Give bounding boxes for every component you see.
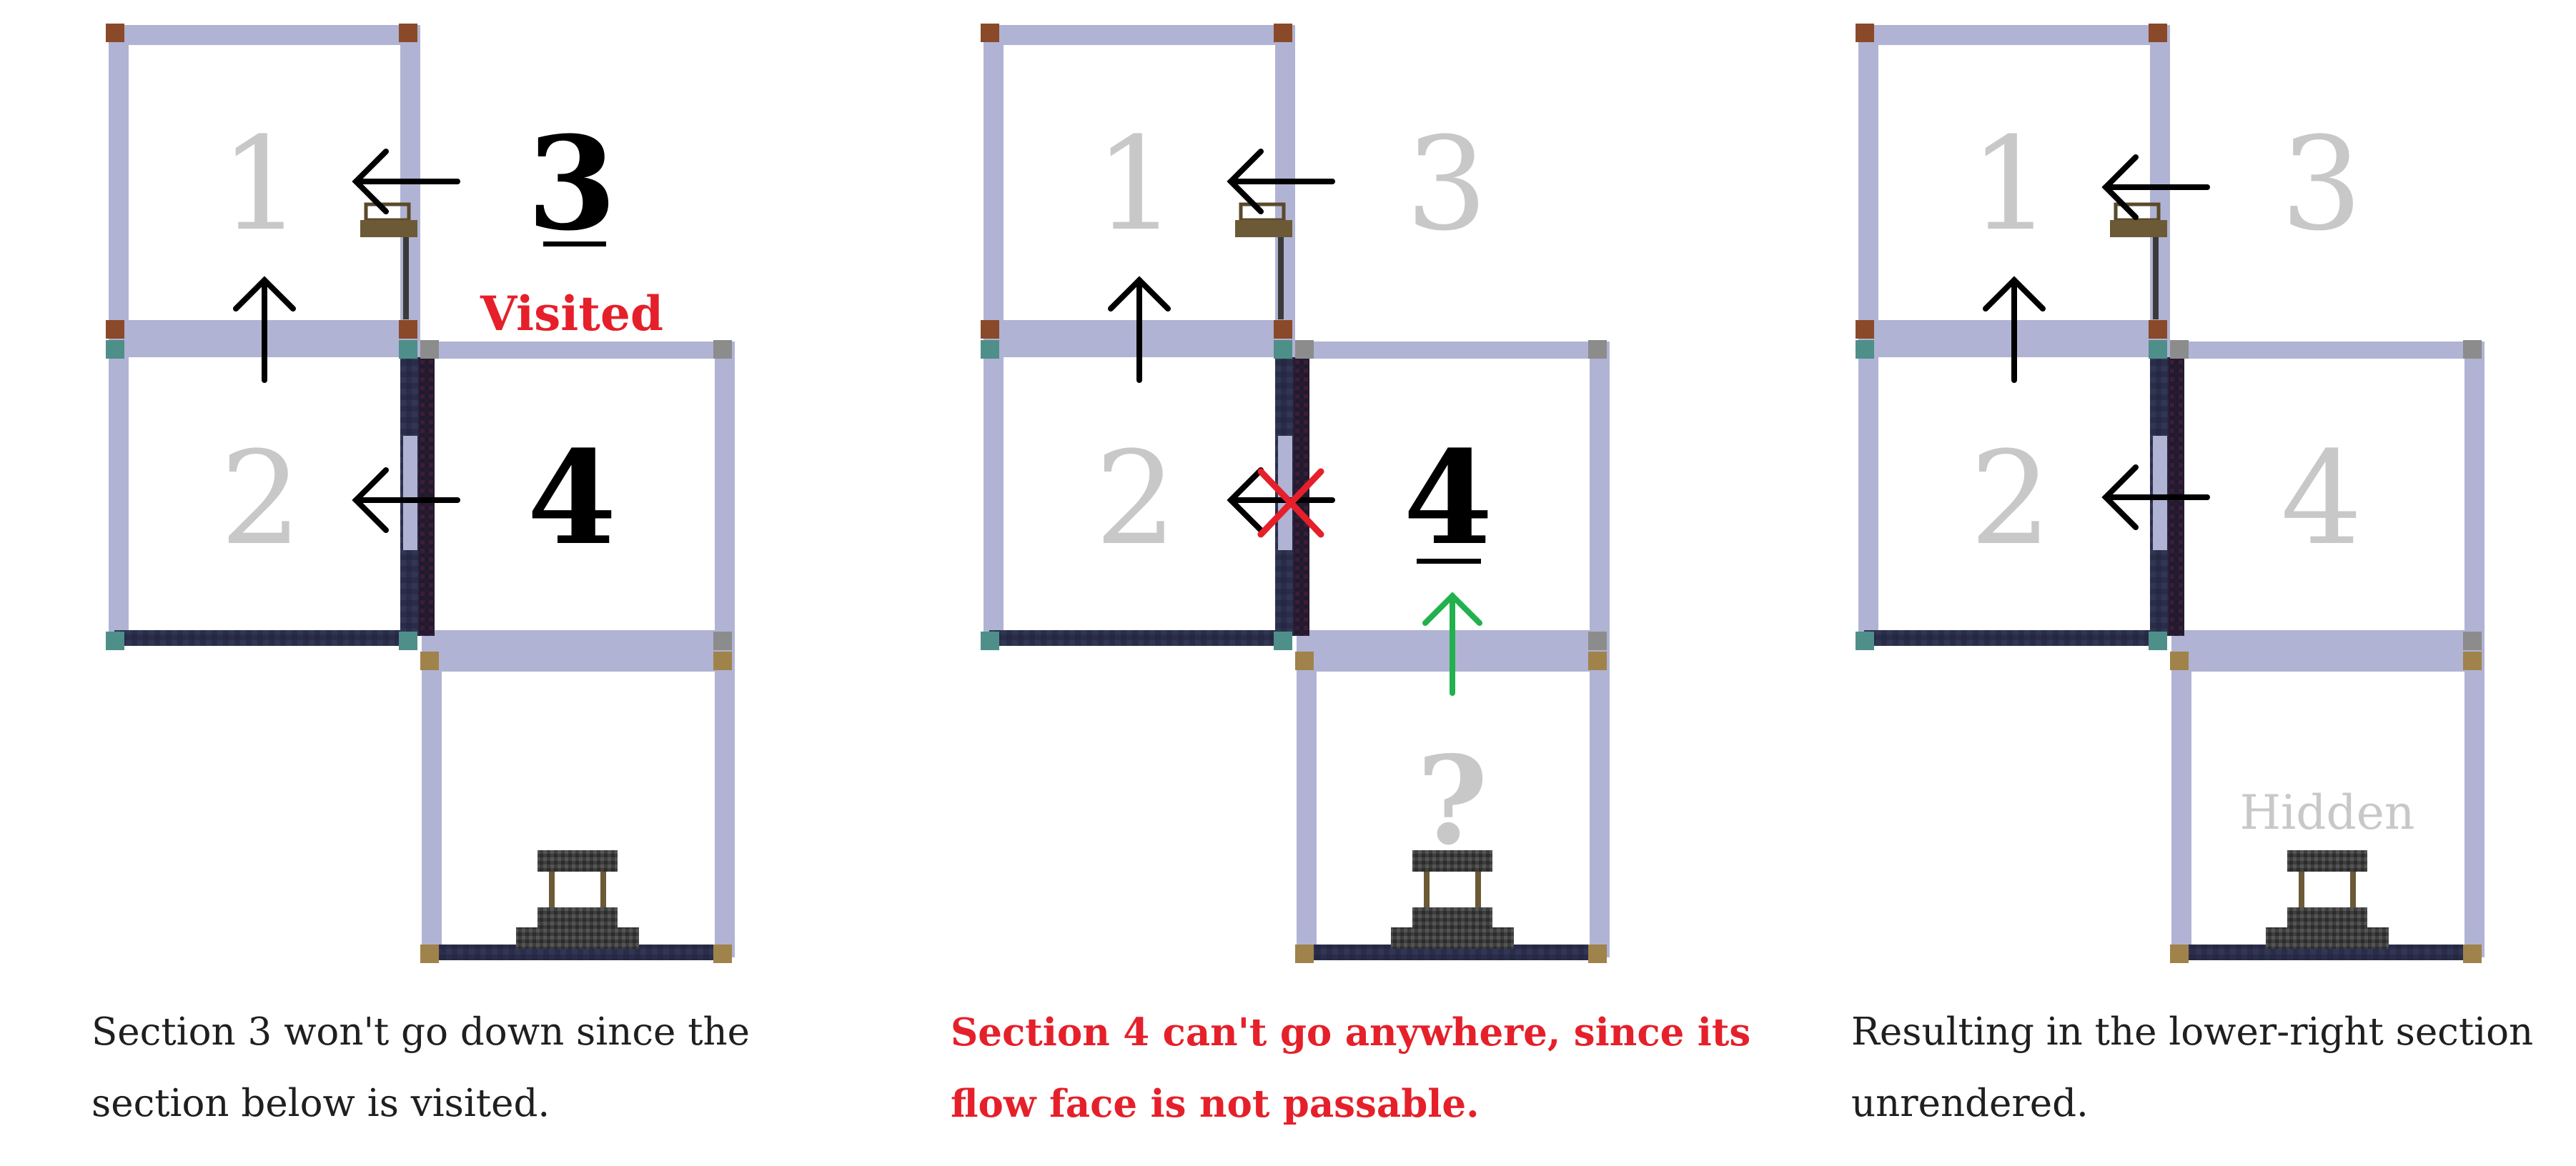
arrow-left-icon [352,149,460,214]
caption-panel-2: Section 4 can't go anywhere, since its f… [951,997,1773,1140]
caption-line: Section 3 won't go down since the [91,1010,750,1054]
section-4-label: 4 [2281,424,2363,574]
arrow-up-icon [1108,276,1171,383]
panel-2: 1 2 3 4 ? [981,24,1610,963]
arrow-up-icon [233,276,296,383]
section-5-label: ? [1417,729,1488,872]
arrow-left-icon [1227,149,1335,214]
caption-line: unrendered. [1851,1082,2089,1125]
arrow-left-icon [2101,464,2210,530]
caption-line: section below is visited. [91,1082,550,1125]
red-cross-icon [1257,468,1324,538]
caption-panel-1: Section 3 won't go down since the sectio… [91,997,863,1140]
rooms-frame [106,24,735,963]
arrow-left-icon [1227,467,1335,533]
arrow-up-icon [1422,592,1482,696]
section-3-label: 3 [1406,110,1488,259]
section-3-label: 3 [2281,110,2363,259]
rooms-frame [981,24,1610,963]
section-1-label: 1 [220,110,302,259]
visited-note: Visited [480,286,663,342]
caption-line: Resulting in the lower-right section [1851,1010,2534,1054]
section-2-label: 2 [220,424,302,574]
arrow-left-icon [2101,154,2210,220]
caption-line: Section 4 can't go anywhere, since its [951,1010,1751,1055]
section-4-label: 4 [1403,423,1492,574]
section-3-label: 3 [527,109,616,259]
arrow-left-icon [352,467,460,533]
panel-1: 1 2 3 4 Visited [106,24,735,963]
section-4-underline [1417,559,1481,564]
caption-panel-3: Resulting in the lower-right section unr… [1851,997,2566,1140]
section-1-label: 1 [1970,110,2052,259]
arrow-up-icon [1983,276,2046,383]
section-1-label: 1 [1095,110,1177,259]
section-4-label: 4 [527,423,616,574]
section-2-label: 2 [1970,424,2052,574]
section-3-underline [543,241,606,246]
hidden-note: Hidden [2240,785,2415,840]
panel-3: 1 2 3 4 Hidden [1856,24,2485,963]
section-2-label: 2 [1095,424,1177,574]
caption-line: flow face is not passable. [951,1082,1480,1126]
